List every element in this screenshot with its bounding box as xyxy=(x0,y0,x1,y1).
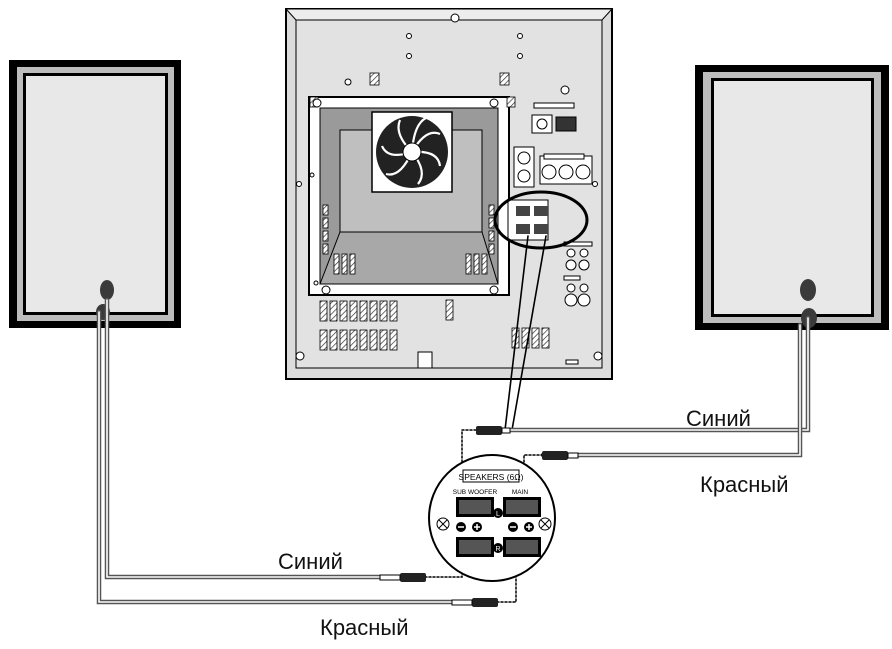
label-left-blue-wire: Синий xyxy=(278,549,343,574)
main-unit-rear-panel xyxy=(284,8,614,380)
label-right-blue-wire: Синий xyxy=(686,406,751,431)
rca-jack-icon xyxy=(513,102,593,307)
cooling-fan-icon xyxy=(371,111,453,193)
left-speaker xyxy=(9,60,181,328)
label-left-red-wire: Красный xyxy=(320,615,409,640)
panel-subwoofer-label: SUB WOOFER xyxy=(453,489,498,496)
panel-title: SPEAKERS (6Ω) xyxy=(459,472,524,482)
label-right-red-wire: Красный xyxy=(700,472,789,497)
unit-speaker-terminal xyxy=(493,190,589,250)
screw-icon xyxy=(295,13,603,361)
terminal-clip-icon xyxy=(379,426,579,607)
speakers-terminal-panel-zoom: SPEAKERS (6Ω) SUB WOOFER MAIN L R xyxy=(428,454,556,582)
panel-main-label: MAIN xyxy=(512,489,529,496)
right-speaker xyxy=(695,65,889,330)
panel-left-marker: L xyxy=(496,511,500,518)
speaker-wires xyxy=(96,235,811,605)
panel-right-marker: R xyxy=(495,546,500,553)
